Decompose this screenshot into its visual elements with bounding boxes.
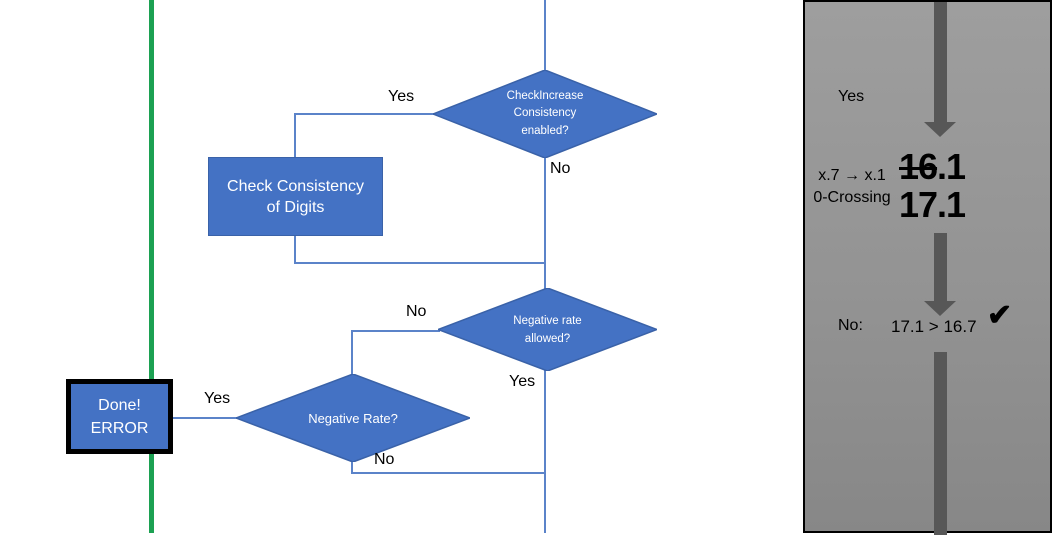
green-divider-line [149,0,154,533]
terminator-text-line: ERROR [90,419,149,437]
connector-yes-left [294,113,435,115]
decision-negative-rate: Negative Rate? [236,374,470,462]
old-value-struck: 16 [899,146,938,187]
rule-line-1: x.7 → x.1 [818,167,886,184]
label-yes-rate-allowed: Yes [509,373,536,390]
terminator-text-line: Done! [98,396,141,414]
down-arrow-2-head-icon [924,301,956,316]
new-value: 17.1 [899,184,966,225]
process-text-line: of Digits [266,198,325,216]
label-no-negative-rate: No [374,451,395,468]
decision-checkincrease-consistency: CheckIncrease Consistency enabled? [433,70,657,158]
down-arrow-2-shaft-icon [934,233,947,301]
diamond-text-line: CheckIncrease [506,89,584,102]
checkmark-icon: ✔ [987,299,1013,332]
label-no-top: No [550,160,571,177]
diamond-text: Negative Rate? [236,374,470,462]
rule-annotation: x.7 → x.1 0-Crossing [805,165,899,209]
diamond-text-line: Negative rate [513,314,582,327]
connector-yes-to-done [173,417,238,419]
connector-no-return [351,472,546,474]
connector-no-left [351,330,440,332]
label-no-rate-allowed: No [406,303,427,320]
down-arrow-3-shaft-icon [934,352,947,535]
connector-top-entry [544,0,546,71]
down-arrow-1-shaft-icon [934,2,947,122]
panel-no-label: No: [838,317,863,334]
diamond-shape [236,374,470,462]
label-yes-negative-rate: Yes [204,390,231,407]
value-correction: 16.1 17.1 [899,146,966,225]
diamond-shape [433,70,657,158]
panel-yes-label: Yes [838,88,865,105]
diamond-text: CheckIncrease Consistency enabled? [433,70,657,158]
gray-annotation-panel: Yes x.7 → x.1 0-Crossing 16.1 17.1 No: 1… [803,0,1052,535]
connector-no-down [544,157,546,289]
process-text-line: Check Consistency [227,177,364,195]
connector-yes-down-exit [544,370,546,533]
old-value-rest: .1 [937,146,966,187]
diamond-text-line: Consistency [513,107,577,120]
diamond-shape [438,288,657,371]
diamond-text-line: allowed? [524,332,571,345]
comparison-text: 17.1 > 16.7 [891,317,977,336]
connector-no-down-to-diamond [351,330,353,375]
diamond-text-line: Negative Rate? [308,410,398,426]
label-yes-top: Yes [388,88,415,105]
old-value: 16.1 [899,146,966,187]
diamond-text: Negative rate allowed? [438,288,657,371]
connector-no-below-diamond [351,461,353,474]
down-arrow-1-head-icon [924,122,956,137]
connector-process-return [294,262,546,264]
decision-negative-rate-allowed: Negative rate allowed? [438,288,657,371]
terminator-done-error: Done! ERROR [66,379,173,454]
rule-line-2: 0-Crossing [813,189,891,206]
diamond-text-line: enabled? [521,124,569,137]
process-check-consistency-of-digits: Check Consistency of Digits [208,157,383,236]
